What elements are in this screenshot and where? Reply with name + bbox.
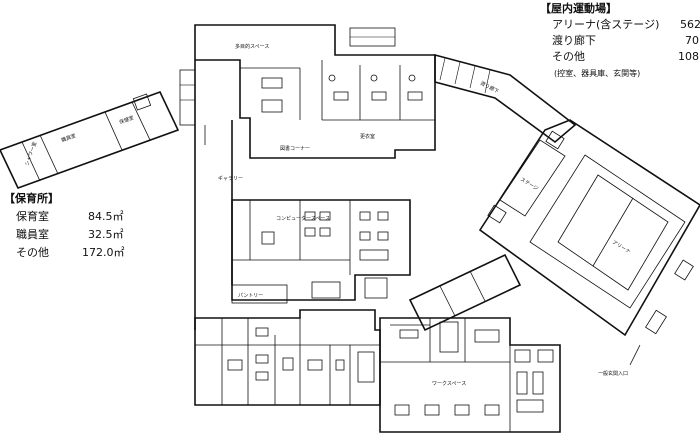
legend-nursery-row-3-name: その他 — [16, 246, 49, 259]
gallery-corridor: ギャラリー — [179, 60, 243, 330]
room-label-tamokuteki: 多目的スペース — [235, 43, 269, 50]
upper-building: 多目的スペース 更衣室 図書コーナー — [194, 24, 436, 159]
left-wing: 職員室 シャワー室 保健室 — [0, 90, 180, 190]
legend-arena-row-2-value: 70 — [685, 34, 699, 47]
legend-arena: 【屋内運動場】 アリーナ(含ステージ) 562 渡り廊下 70 その他 108 … — [540, 1, 700, 78]
nursery-building — [194, 309, 381, 406]
room-label-shawa: シャワー室 — [23, 141, 38, 167]
room-label-arena: アリーナ — [611, 240, 631, 256]
legend-arena-note: (控室、器具庫、玄関等) — [554, 68, 640, 78]
room-label-shokuin: 職員室 — [60, 132, 77, 144]
legend-arena-row-3-value: 108 — [678, 50, 699, 63]
legend-nursery-row-2-name: 職員室 — [16, 227, 49, 241]
arena-building: ステージ アリーナ 一般玄関入口 — [478, 119, 700, 377]
legend-nursery: 【保育所】 保育室 84.5㎡ 職員室 32.5㎡ その他 172.0㎡ — [4, 191, 125, 259]
legend-arena-row-2-name: 渡り廊下 — [552, 33, 596, 47]
room-label-gallery: ギャラリー — [218, 176, 243, 182]
legend-arena-row-1-name: アリーナ(含ステージ) — [552, 17, 659, 31]
legend-nursery-row-1-name: 保育室 — [16, 209, 49, 223]
room-label-tosho: 図書コーナー — [280, 145, 310, 152]
legend-nursery-row-3-value: 172.0㎡ — [82, 246, 125, 259]
legend-nursery-row-1-value: 84.5㎡ — [88, 210, 124, 223]
lower-connector — [408, 253, 522, 332]
legend-nursery-row-2-value: 32.5㎡ — [88, 228, 124, 241]
room-label-watari: 渡り廊下 — [479, 80, 500, 96]
legend-arena-row-1-value: 562 — [680, 18, 700, 31]
legend-arena-title: 【屋内運動場】 — [540, 1, 617, 15]
room-label-hokenshitsu: 保健室 — [118, 114, 135, 126]
room-label-entrance: 一般玄関入口 — [598, 370, 628, 377]
legend-arena-row-3-name: その他 — [552, 50, 585, 63]
middle-building: コンピュータースペース パントリー — [231, 199, 411, 304]
room-label-pantry: パントリー — [238, 293, 263, 299]
room-label-koshitsu: 更衣室 — [360, 133, 375, 140]
workspace-building: ワークスペース — [379, 317, 561, 433]
room-label-computer: コンピュータースペース — [276, 215, 330, 222]
room-label-stage: ステージ — [519, 177, 539, 193]
room-label-workspace: ワークスペース — [432, 381, 466, 387]
legend-nursery-title: 【保育所】 — [4, 191, 59, 205]
